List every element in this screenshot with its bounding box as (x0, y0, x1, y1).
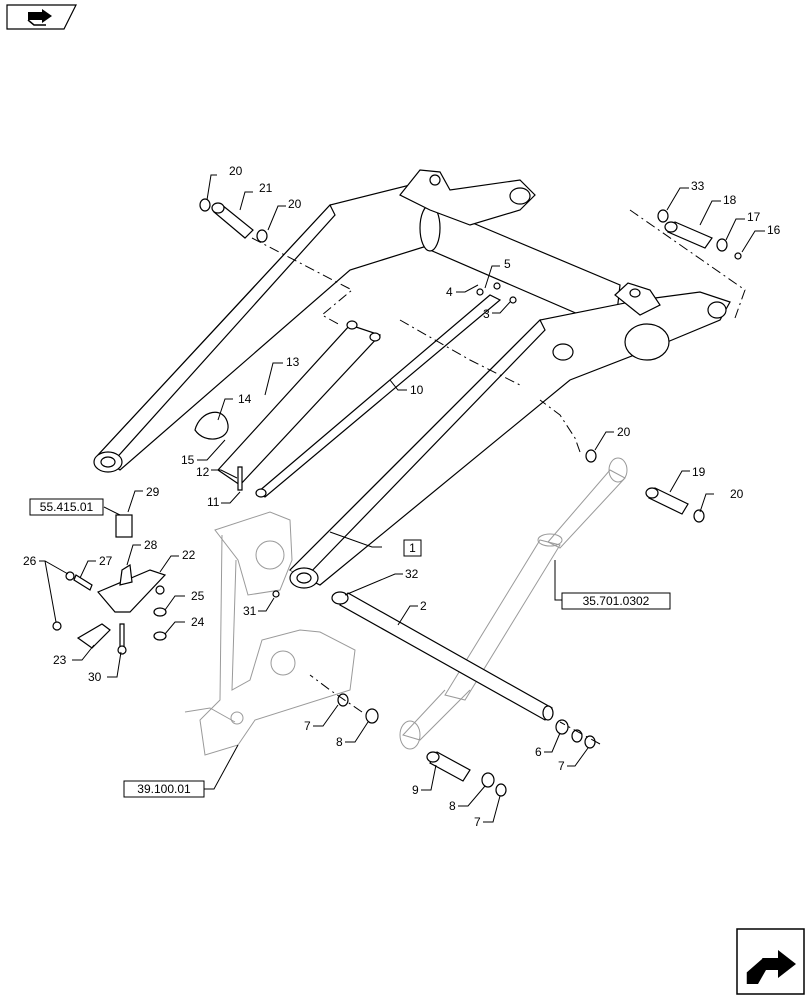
callout-8: 8 (336, 735, 343, 749)
callout-9: 9 (412, 783, 419, 797)
callout-32: 32 (405, 567, 419, 581)
chassis-ghost (184, 511, 356, 756)
leader-lines (39, 174, 765, 823)
cylinder-ghost (399, 457, 628, 750)
callout-15: 15 (181, 453, 195, 467)
callout-16: 16 (767, 223, 781, 237)
right-boom-arm (288, 291, 731, 589)
pin-19 (645, 487, 689, 515)
callout-7: 7 (474, 815, 481, 829)
callout-30: 30 (88, 670, 102, 684)
svg-text:1: 1 (409, 541, 416, 555)
ref-box-chassis[interactable]: 39.100.01 (123, 780, 205, 798)
callout-33: 33 (691, 179, 705, 193)
callout-22: 22 (182, 548, 196, 562)
callout-20: 20 (288, 197, 302, 211)
rear-pivot-right (614, 282, 661, 316)
callout-11: 11 (207, 495, 220, 509)
callout-26: 26 (23, 554, 37, 568)
callout-12: 12 (196, 465, 210, 479)
washers (199, 198, 728, 797)
callout-5: 5 (504, 257, 511, 271)
callout-2: 2 (420, 599, 427, 613)
callout-29: 29 (146, 485, 160, 499)
callout-3: 3 (483, 307, 490, 321)
ref-box-cylinder[interactable]: 35.701.0302 (561, 592, 671, 610)
link-rod (255, 294, 502, 498)
pin-18 (664, 221, 713, 249)
callout-31: 31 (243, 604, 257, 618)
callout-28: 28 (144, 538, 158, 552)
callout-23: 23 (53, 653, 67, 667)
callout-20: 20 (229, 164, 243, 178)
svg-text:55.415.01: 55.415.01 (40, 500, 94, 514)
callout-6: 6 (535, 745, 542, 759)
pin-2 (331, 591, 554, 721)
callout-21: 21 (259, 181, 273, 195)
callout-20: 20 (617, 425, 631, 439)
callout-17: 17 (747, 210, 761, 224)
pin-9 (426, 751, 471, 782)
callout-13: 13 (286, 355, 300, 369)
rear-pivot-left (399, 169, 536, 226)
svg-text:35.701.0302: 35.701.0302 (583, 594, 650, 608)
svg-text:39.100.01: 39.100.01 (137, 782, 191, 796)
callout-14: 14 (238, 392, 252, 406)
callout-4: 4 (446, 285, 453, 299)
callout-27: 27 (99, 554, 113, 568)
hardware (52, 252, 742, 655)
callout-18: 18 (723, 193, 737, 207)
callout-10: 10 (410, 383, 424, 397)
callout-24: 24 (191, 615, 205, 629)
callout-20: 20 (730, 487, 744, 501)
clip-28 (119, 563, 133, 586)
callout-7: 7 (304, 719, 311, 733)
callout-19: 19 (692, 465, 706, 479)
bracket-22 (97, 569, 167, 613)
pin-21 (211, 202, 254, 239)
left-boom-arm (93, 179, 431, 473)
callout-8: 8 (449, 799, 456, 813)
next-page-arrow-icon[interactable] (736, 928, 806, 996)
alignment-lines (251, 209, 746, 745)
plate-23 (76, 623, 111, 649)
ref-box-boom[interactable]: 1 (403, 539, 422, 557)
support-bracket (217, 320, 382, 486)
callout-labels: 20 21 20 33 18 17 16 5 4 3 13 14 10 15 1… (23, 164, 781, 829)
callout-25: 25 (191, 589, 205, 603)
ref-box-seat[interactable]: 55.415.01 (29, 498, 104, 516)
folded-page-arrow-icon[interactable] (6, 4, 78, 30)
callout-7: 7 (558, 759, 565, 773)
